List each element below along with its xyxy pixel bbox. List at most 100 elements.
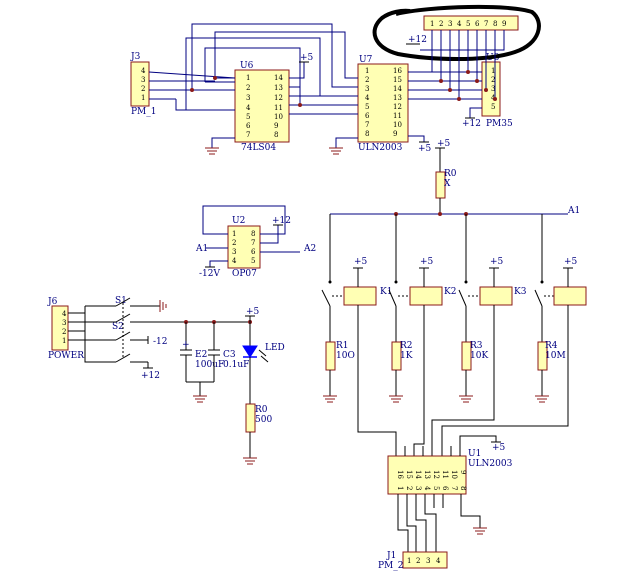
svg-text:5: 5 bbox=[246, 113, 250, 121]
u8-value: PM35 bbox=[486, 119, 513, 129]
svg-text:5: 5 bbox=[466, 20, 470, 28]
svg-text:12: 12 bbox=[432, 470, 440, 479]
r3-ref: R3 bbox=[470, 341, 483, 351]
svg-text:8: 8 bbox=[365, 130, 369, 138]
svg-text:+5: +5 bbox=[437, 139, 451, 149]
svg-text:1: 1 bbox=[491, 67, 495, 75]
svg-text:10: 10 bbox=[393, 121, 402, 129]
svg-text:4: 4 bbox=[423, 486, 431, 491]
r1-value: 10O bbox=[336, 351, 355, 361]
connector-j3: J3 PM_1 4 3 2 1 bbox=[130, 52, 157, 117]
svg-text:4: 4 bbox=[62, 310, 67, 318]
e2-value: 100uF bbox=[195, 360, 224, 370]
r2-value: 1K bbox=[400, 351, 413, 361]
svg-text:15: 15 bbox=[393, 76, 402, 84]
svg-text:7: 7 bbox=[450, 486, 458, 490]
svg-text:1: 1 bbox=[407, 557, 411, 565]
svg-text:3: 3 bbox=[246, 94, 250, 102]
svg-text:4: 4 bbox=[436, 557, 441, 565]
ic-u2: U2 OP07 1 2 3 4 8 7 6 5 +12 A1 A2 -12V bbox=[195, 205, 316, 279]
u6-ref: U6 bbox=[240, 61, 254, 71]
svg-text:7: 7 bbox=[484, 20, 488, 28]
u2-value: OP07 bbox=[232, 269, 257, 279]
svg-text:1: 1 bbox=[396, 486, 404, 490]
connector-j6: J6 POWER 4 3 2 1 bbox=[47, 297, 110, 363]
svg-text:3: 3 bbox=[365, 85, 369, 93]
svg-text:2: 2 bbox=[405, 486, 413, 490]
j6-ref: J6 bbox=[47, 297, 58, 307]
hand-drawn-highlight bbox=[372, 4, 541, 61]
resistor-r0-top: +5 R0 X A1 bbox=[330, 139, 580, 216]
ground-symbols-top bbox=[205, 147, 343, 155]
r0-top-value: X bbox=[444, 179, 451, 189]
svg-text:8: 8 bbox=[493, 20, 497, 28]
svg-text:9: 9 bbox=[274, 122, 278, 130]
j3-ref: J3 bbox=[130, 52, 141, 62]
svg-text:+5: +5 bbox=[490, 257, 504, 267]
svg-text:2: 2 bbox=[439, 20, 443, 28]
svg-text:2: 2 bbox=[416, 557, 420, 565]
r0-led-value: 500 bbox=[255, 415, 272, 425]
svg-text:+5: +5 bbox=[300, 53, 314, 63]
svg-text:4: 4 bbox=[141, 67, 146, 75]
j1-ref: J1 bbox=[386, 551, 396, 561]
svg-text:16: 16 bbox=[396, 470, 404, 479]
e2-ref: E2 bbox=[195, 350, 207, 360]
svg-text:6: 6 bbox=[441, 486, 449, 491]
svg-text:16: 16 bbox=[393, 67, 402, 75]
switches: S1 S2 -12 +12 bbox=[108, 296, 248, 381]
u1-ref: U1 bbox=[468, 449, 481, 459]
svg-text:10: 10 bbox=[274, 113, 283, 121]
j1-value: PM_2 bbox=[378, 561, 404, 571]
r3-value: 10K bbox=[470, 351, 488, 361]
svg-text:5: 5 bbox=[251, 257, 255, 265]
svg-text:7: 7 bbox=[251, 239, 255, 247]
power-filter: + E2 100uF C3 0.1uF +5 LED R0 500 bbox=[180, 307, 285, 465]
svg-text:+: + bbox=[182, 340, 190, 350]
svg-text:1: 1 bbox=[141, 94, 145, 102]
svg-text:3: 3 bbox=[62, 319, 66, 327]
u2-ref: U2 bbox=[232, 216, 245, 226]
svg-text:1: 1 bbox=[365, 67, 369, 75]
svg-text:14: 14 bbox=[414, 470, 422, 479]
u6-value: 74LS04 bbox=[241, 143, 276, 153]
svg-text:13: 13 bbox=[393, 94, 402, 102]
svg-text:7: 7 bbox=[246, 131, 250, 139]
svg-text:7: 7 bbox=[365, 121, 369, 129]
connector-top-9pin: 1 2 3 4 5 6 7 8 9 bbox=[423, 15, 519, 31]
svg-text:4: 4 bbox=[457, 20, 462, 28]
led-label: LED bbox=[265, 343, 285, 353]
connector-j1: J1 PM_2 1 2 3 4 bbox=[378, 551, 448, 571]
svg-text:-12V: -12V bbox=[199, 269, 220, 279]
svg-text:4: 4 bbox=[246, 104, 251, 112]
svg-text:+5: +5 bbox=[564, 257, 578, 267]
svg-text:8: 8 bbox=[251, 230, 255, 238]
svg-text:+5: +5 bbox=[354, 257, 368, 267]
svg-text:+5: +5 bbox=[492, 443, 506, 453]
r0-led-ref: R0 bbox=[255, 405, 268, 415]
j6-value: POWER bbox=[48, 351, 84, 361]
svg-text:1: 1 bbox=[232, 230, 236, 238]
r2-ref: R2 bbox=[400, 341, 413, 351]
j3-value: PM_1 bbox=[131, 107, 157, 117]
svg-text:8: 8 bbox=[459, 486, 467, 490]
ic-u1: U1 ULN2003 16 15 14 13 12 11 10 9 1 2 3 … bbox=[387, 435, 513, 552]
svg-text:2: 2 bbox=[141, 85, 145, 93]
svg-text:5: 5 bbox=[365, 103, 369, 111]
relay-section: K1 +5 K2 +5 K3 +5 bbox=[321, 214, 587, 456]
svg-text:3: 3 bbox=[491, 85, 495, 93]
net-a1-right: A1 bbox=[567, 206, 580, 216]
svg-text:6: 6 bbox=[365, 112, 370, 120]
s1-ref: S1 bbox=[115, 296, 127, 306]
ic-u6: U6 74LS04 1 2 3 4 5 6 7 14 13 12 11 10 9… bbox=[234, 61, 290, 153]
svg-text:2: 2 bbox=[232, 239, 236, 247]
svg-text:+5: +5 bbox=[418, 144, 432, 154]
svg-text:8: 8 bbox=[274, 131, 278, 139]
s2-ref: S2 bbox=[112, 322, 124, 332]
u7-value: ULN2003 bbox=[358, 143, 403, 153]
net-a1-left: A1 bbox=[195, 244, 208, 254]
net-minus12-switch: -12 bbox=[153, 337, 168, 347]
svg-text:1: 1 bbox=[62, 337, 66, 345]
svg-text:13: 13 bbox=[423, 470, 431, 479]
